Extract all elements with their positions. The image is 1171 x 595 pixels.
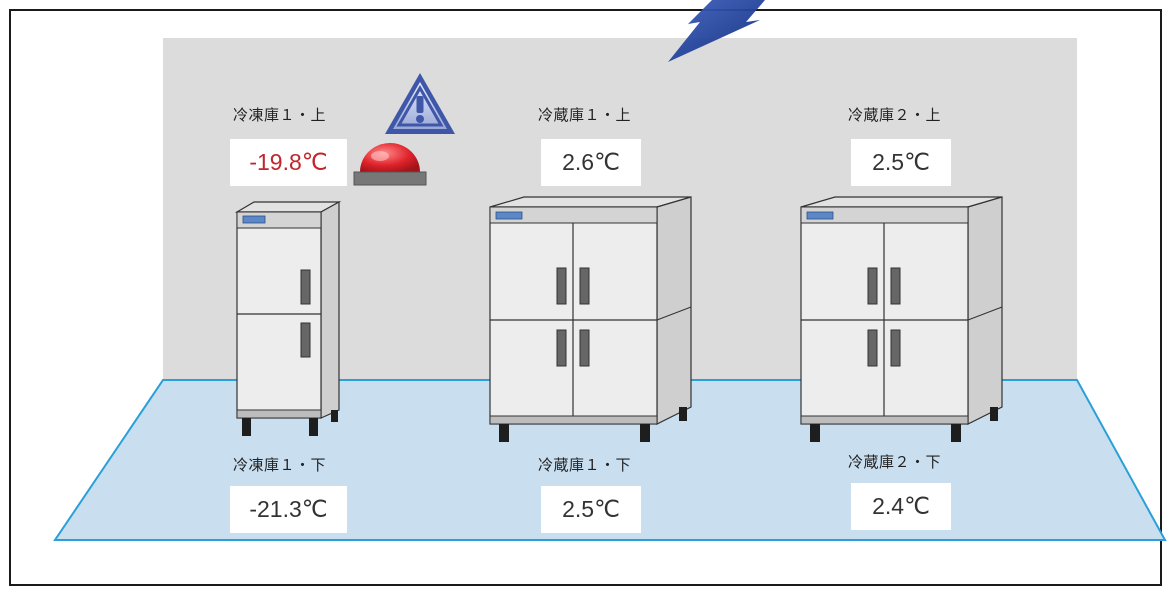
- freezer-1-bottom-temperature: -21.3℃: [230, 486, 347, 533]
- fridge-2-unit: [800, 196, 1003, 442]
- fridge-2-top-label: 冷蔵庫２・上: [848, 106, 942, 124]
- fridge-1-top-label: 冷蔵庫１・上: [538, 106, 632, 124]
- diagram-frame: [9, 9, 1162, 586]
- lightning-bolt-icon: [668, 0, 765, 62]
- fridge-1-bottom-temperature: 2.5℃: [541, 486, 641, 533]
- fridge-2-top-temperature: 2.5℃: [851, 139, 951, 186]
- freezer-1-unit: [234, 200, 342, 436]
- red-alarm-light-icon: [353, 143, 427, 186]
- freezer-1-bottom-label: 冷凍庫１・下: [233, 456, 327, 474]
- fridge-2-bottom-label: 冷蔵庫２・下: [848, 453, 942, 471]
- fridge-2-bottom-temperature: 2.4℃: [851, 483, 951, 530]
- warning-triangle-icon: [385, 73, 455, 134]
- fridge-1-top-temperature: 2.6℃: [541, 139, 641, 186]
- fridge-1-unit: [489, 196, 692, 442]
- freezer-1-top-temperature: -19.8℃: [230, 139, 347, 186]
- fridge-1-bottom-label: 冷蔵庫１・下: [538, 456, 632, 474]
- freezer-1-top-label: 冷凍庫１・上: [233, 106, 327, 124]
